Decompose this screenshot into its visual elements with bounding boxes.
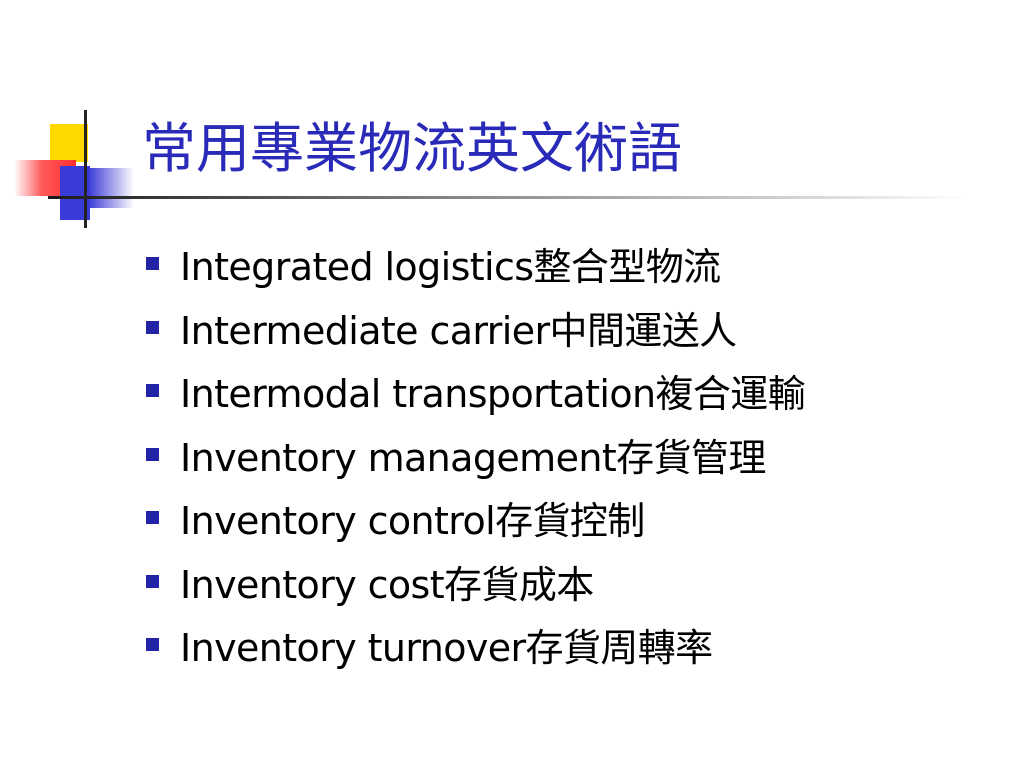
square-bullet-icon	[146, 257, 159, 271]
square-bullet-icon	[146, 638, 159, 652]
list-item: Inventory turnover存貨周轉率	[146, 613, 805, 677]
list-item-text: Inventory cost存貨成本	[180, 562, 594, 607]
list-item-text: Inventory control存貨控制	[180, 499, 645, 544]
list-item: Inventory control存貨控制	[146, 486, 805, 550]
list-item-text: Inventory management存貨管理	[180, 435, 766, 480]
list-item: Inventory management存貨管理	[146, 423, 805, 487]
yellow-square-decoration	[50, 124, 88, 162]
list-item-text: Integrated logistics整合型物流	[180, 245, 721, 290]
list-item: Integrated logistics整合型物流	[146, 232, 805, 296]
square-bullet-icon	[146, 574, 159, 588]
vertical-rule	[84, 110, 87, 228]
title-underline-rule	[48, 196, 968, 199]
square-bullet-icon	[146, 384, 159, 398]
square-bullet-icon	[146, 447, 159, 461]
list-item: Intermediate carrier中間運送人	[146, 296, 805, 360]
square-bullet-icon	[146, 320, 159, 334]
square-bullet-icon	[146, 511, 159, 525]
list-item: Intermodal transportation複合運輸	[146, 359, 806, 423]
list-item-text: Intermediate carrier中間運送人	[180, 308, 737, 353]
title-decoration	[0, 0, 140, 240]
list-item-text: Inventory turnover存貨周轉率	[180, 626, 713, 671]
list-item: Inventory cost存貨成本	[146, 550, 805, 614]
blue-fade-decoration	[88, 168, 134, 208]
list-item-text: Intermodal transportation複合運輸	[180, 372, 806, 417]
slide-title: 常用專業物流英文術語	[142, 117, 682, 180]
bullet-list: Integrated logistics整合型物流 Intermediate c…	[146, 232, 806, 677]
